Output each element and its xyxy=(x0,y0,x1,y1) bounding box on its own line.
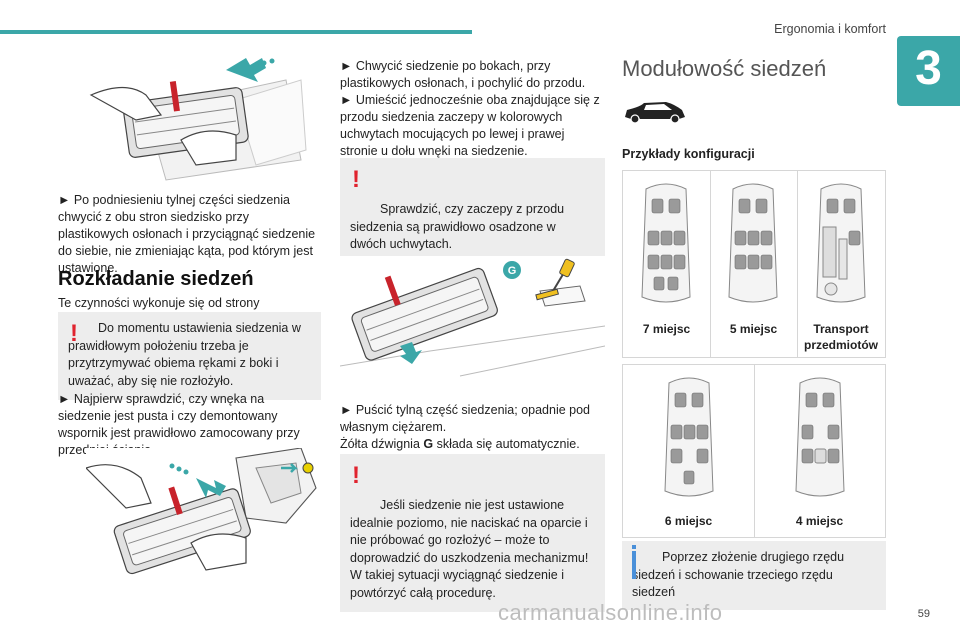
warning-icon: ! xyxy=(70,320,78,347)
warning-text: Do momentu ustawienia siedzenia w prawid… xyxy=(68,321,301,388)
watermark: carmanualsonline.info xyxy=(498,600,723,625)
car-layout-4-icon xyxy=(795,377,845,497)
config-table-1: 7 miejsc 5 miejsc Transport przedmiotów xyxy=(622,170,886,358)
seat-fold-illustration: G xyxy=(340,256,605,386)
lever-label: G xyxy=(423,437,434,451)
car-layout-6-icon xyxy=(664,377,714,497)
instruction-paragraph: ► Najpierw sprawdzić, czy wnęka na siedz… xyxy=(58,392,300,457)
warning-box: ! Do momentu ustawienia siedzenia w praw… xyxy=(58,312,321,400)
instruction-paragraph: ► Puścić tylną część siedzenia; opadnie … xyxy=(340,403,591,434)
chapter-number-badge: 3 xyxy=(897,36,960,106)
car-layout-5-icon xyxy=(728,183,778,303)
car-layout-7-icon xyxy=(641,183,691,303)
note-paragraph: Żółta dźwignia G składa się automatyczni… xyxy=(340,437,580,451)
callout-letter: G xyxy=(508,265,517,277)
config-label: 4 miejsc xyxy=(795,514,844,528)
info-icon xyxy=(632,545,636,579)
seat-insert-illustration xyxy=(86,448,326,578)
instruction-paragraph: ► Po podniesieniu tylnej części siedzeni… xyxy=(58,193,316,275)
config-label: 6 miejsc xyxy=(664,514,713,528)
warning-box: ! Jeśli siedzenie nie jest ustawione ide… xyxy=(340,454,605,612)
config-4-seats: 4 miejsc xyxy=(754,365,885,537)
header-accent-bar xyxy=(0,30,472,34)
config-6-seats: 6 miejsc xyxy=(623,365,755,537)
instruction-paragraph: ► Chwycić siedzenie po bokach, przy plas… xyxy=(340,59,586,90)
warning-icon: ! xyxy=(352,462,360,489)
config-5-seats: 5 miejsc xyxy=(710,171,798,357)
seat-lift-illustration xyxy=(86,40,311,185)
section-heading: Rozkładanie siedzeń xyxy=(58,268,254,290)
car-layout-cargo-icon xyxy=(816,183,866,303)
page-title: Modułowość siedzeń xyxy=(622,56,827,81)
info-text: Poprzez złożenie drugiego rzędu siedzeń … xyxy=(632,550,845,599)
subheading: Przykłady konfiguracji xyxy=(622,147,755,161)
warning-text: Jeśli siedzenie nie jest ustawione ideal… xyxy=(350,498,589,600)
car-silhouette-icon xyxy=(625,102,685,124)
info-box: Poprzez złożenie drugiego rzędu siedzeń … xyxy=(622,541,886,610)
page-number: 59 xyxy=(917,608,930,620)
config-cargo: Transport przedmiotów xyxy=(797,171,885,357)
warning-icon: ! xyxy=(352,166,360,193)
instruction-paragraph: ► Umieścić jednocześnie oba znajdujące s… xyxy=(340,93,600,158)
config-label: Transport przedmiotów xyxy=(804,322,878,352)
section-title: Ergonomia i komfort xyxy=(774,22,886,36)
config-table-2: 6 miejsc 4 miejsc xyxy=(622,364,886,538)
config-label: 7 miejsc xyxy=(642,322,691,336)
config-7-seats: 7 miejsc xyxy=(623,171,711,357)
config-label: 5 miejsc xyxy=(729,322,778,336)
